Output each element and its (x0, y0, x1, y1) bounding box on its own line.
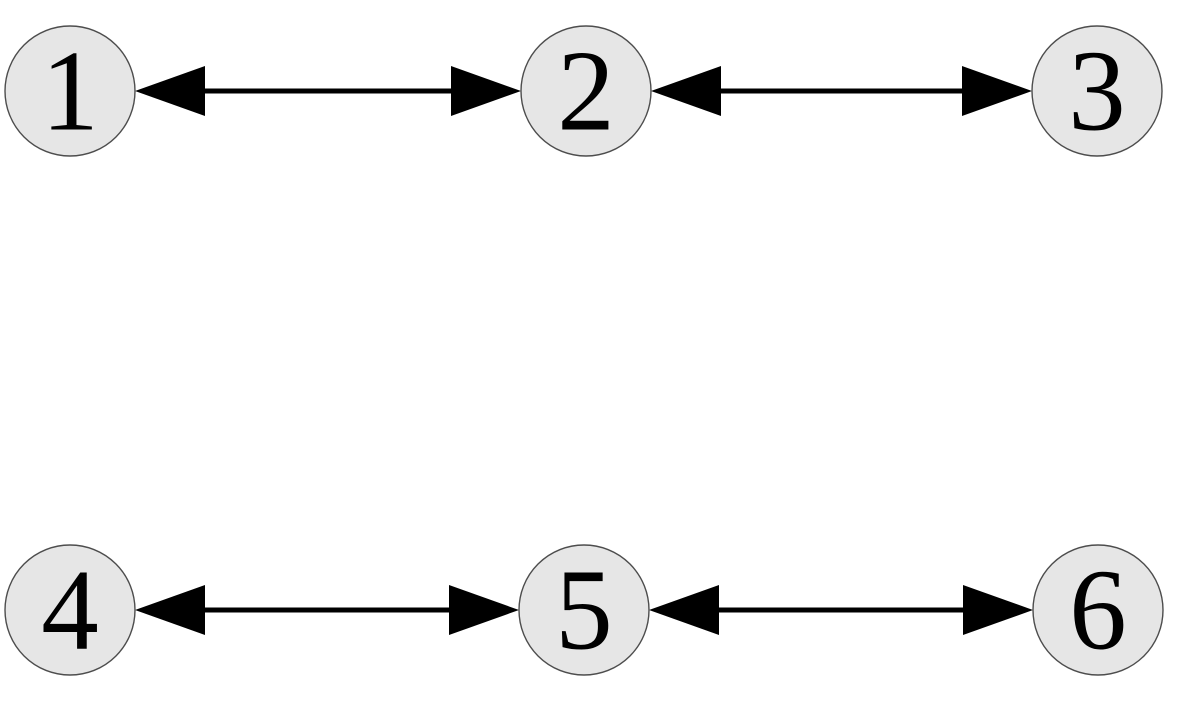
node-label: 6 (1069, 547, 1127, 674)
node-circle (520, 25, 652, 157)
node-label: 1 (41, 28, 99, 155)
edge-5-6 (649, 585, 1033, 635)
arrowhead-right-icon (449, 585, 519, 635)
node-label: 4 (41, 547, 99, 674)
edges-layer (135, 66, 1033, 635)
edge-4-5 (135, 585, 519, 635)
arrowhead-right-icon (451, 66, 521, 116)
node-label: 5 (555, 547, 613, 674)
edge-1-2 (135, 66, 521, 116)
node-label: 2 (557, 28, 615, 155)
arrowhead-left-icon (135, 66, 205, 116)
arrowhead-left-icon (651, 66, 721, 116)
graph-node-1: 1 (4, 25, 136, 157)
node-circle (4, 544, 136, 676)
node-circle (4, 25, 136, 157)
nodes-layer: 1 2 3 4 5 6 (4, 25, 1164, 676)
graph-node-3: 3 (1031, 25, 1163, 157)
node-label: 3 (1068, 28, 1126, 155)
graph-node-5: 5 (518, 544, 650, 676)
arrowhead-right-icon (962, 66, 1032, 116)
node-circle (518, 544, 650, 676)
graph-node-4: 4 (4, 544, 136, 676)
arrowhead-left-icon (135, 585, 205, 635)
arrowhead-right-icon (963, 585, 1033, 635)
graph-node-2: 2 (520, 25, 652, 157)
arrowhead-left-icon (649, 585, 719, 635)
node-circle (1031, 25, 1163, 157)
graph-node-6: 6 (1032, 544, 1164, 676)
node-circle (1032, 544, 1164, 676)
edge-2-3 (651, 66, 1032, 116)
